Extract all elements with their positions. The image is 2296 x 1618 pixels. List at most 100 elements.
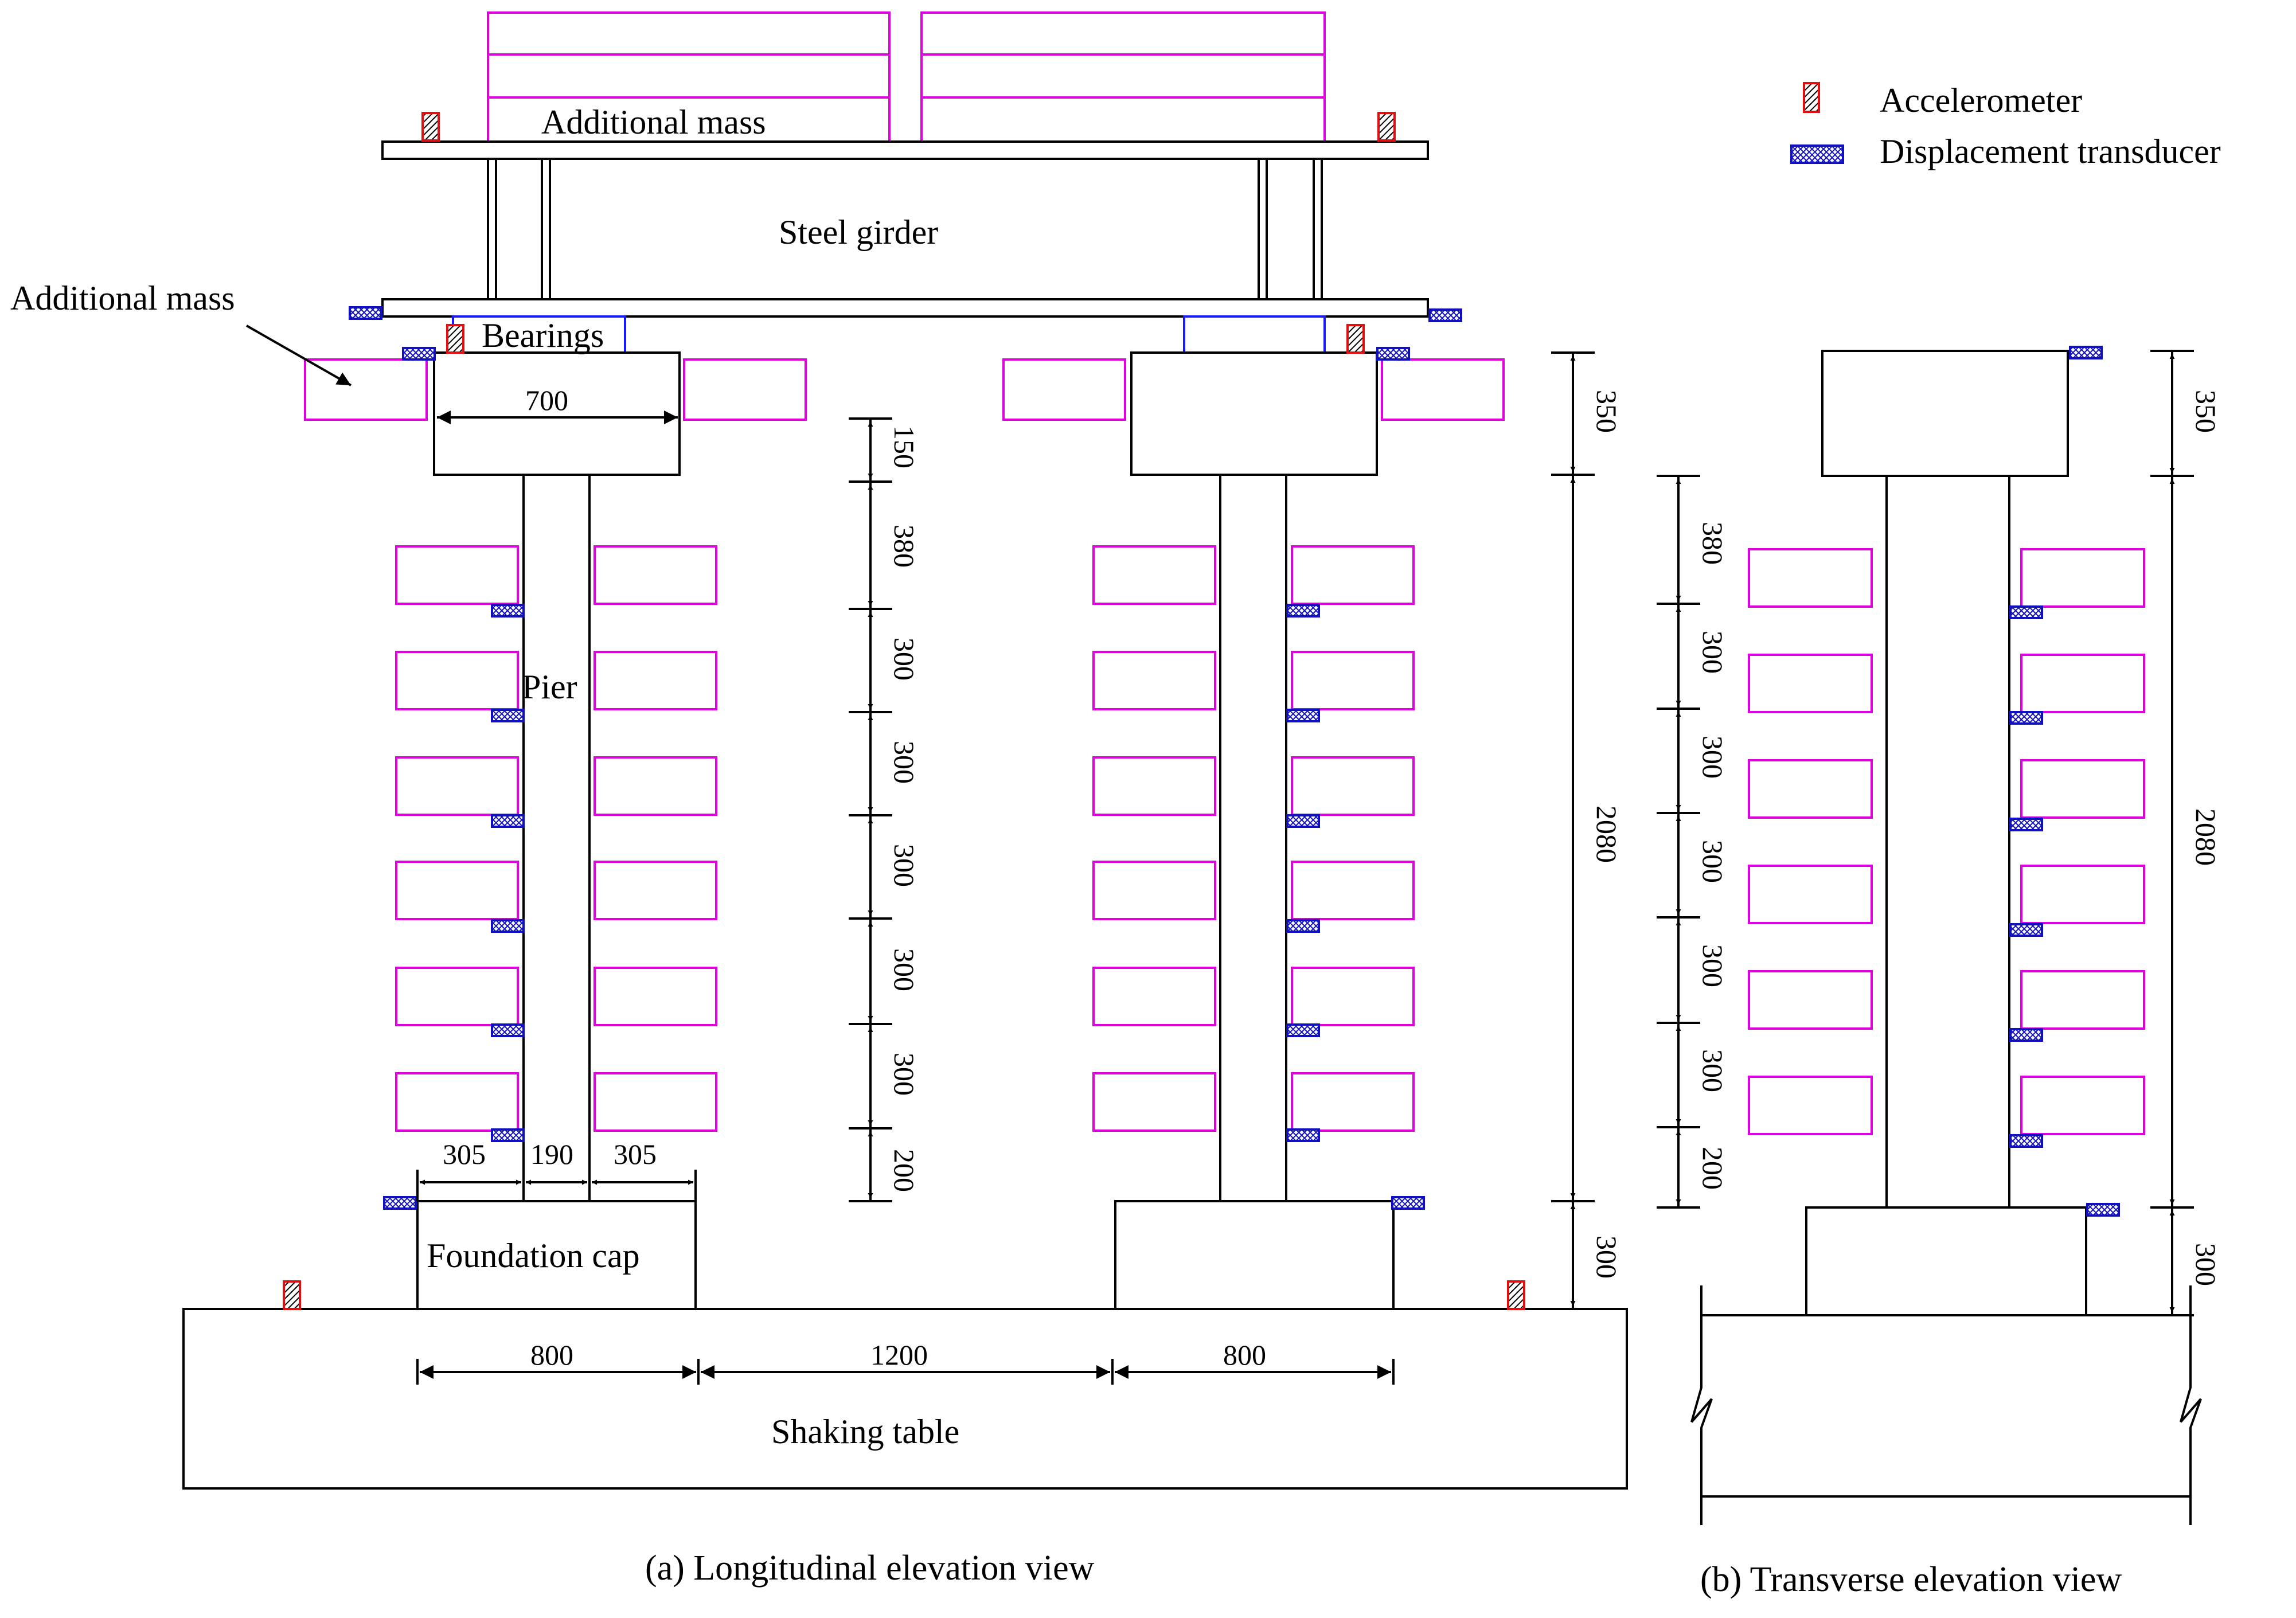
- displacement-transducer-icon: [2009, 923, 2043, 937]
- pier-cap-right: [1130, 351, 1378, 476]
- accelerometer-icon: [446, 324, 464, 354]
- dim-300-3: 300: [888, 844, 920, 887]
- shaking-table-section: [1690, 1285, 2202, 1525]
- displacement-transducer-icon: [491, 814, 525, 828]
- accelerometer-icon: [1377, 112, 1396, 142]
- dim-305-left: 305: [443, 1138, 486, 1170]
- displacement-transducer-icon: [1286, 604, 1320, 618]
- dim-chain-overall-b: [2150, 350, 2194, 1316]
- pier-transverse: [1885, 475, 2010, 1209]
- dim-300-found-b: 300: [2190, 1243, 2222, 1286]
- displacement-transducer-icon: [1286, 1023, 1320, 1037]
- dim-300-1: 300: [888, 638, 920, 681]
- legend-displacement-transducer-label: Displacement transducer: [1880, 132, 2221, 170]
- displacement-transducer-icon: [1376, 347, 1410, 361]
- accelerometers-a: [283, 112, 1525, 1310]
- pier-left: [522, 474, 591, 1202]
- displacement-transducer-icon: [349, 306, 382, 320]
- displacement-transducer-icon: [2069, 346, 2103, 359]
- caption-b: (b) Transverse elevation view: [1700, 1560, 2122, 1599]
- dim-300-5: 300: [888, 1053, 920, 1096]
- dim-1200: 1200: [870, 1339, 928, 1371]
- displacement-transducer-icon: [1790, 144, 1844, 164]
- dim-305-right: 305: [614, 1138, 657, 1170]
- dim-380: 380: [888, 525, 920, 568]
- pier-masses-right: [1092, 545, 1415, 1132]
- dim-pier-base: [416, 1170, 697, 1201]
- steel-girder: [381, 140, 1429, 318]
- dim-800-left: 800: [530, 1339, 573, 1371]
- dim-300-2: 300: [888, 741, 920, 784]
- accelerometer-icon: [1346, 324, 1365, 354]
- dim-300-b-1: 300: [1697, 631, 1729, 674]
- dim-200: 200: [888, 1149, 920, 1192]
- legend-accelerometer-label: Accelerometer: [1880, 81, 2082, 119]
- cap-side-masses: [304, 358, 1505, 421]
- longitudinal-view: Additional mass Steel girder Bearings: [10, 11, 1628, 1490]
- displacement-transducer-icon: [1286, 814, 1320, 828]
- pier-masses-left: [395, 545, 717, 1132]
- displacement-transducer-icon: [491, 919, 525, 933]
- displacement-transducer-icon: [491, 1128, 525, 1142]
- displacement-transducer-icon: [1391, 1196, 1425, 1210]
- dim-2080-a: 2080: [1591, 806, 1623, 863]
- bearings-label: Bearings: [482, 316, 604, 354]
- displacement-transducer-icon: [1286, 919, 1320, 933]
- additional-mass-leader-arrow: [246, 325, 352, 386]
- dim-2080-b: 2080: [2190, 808, 2222, 866]
- displacement-transducer-icon: [1286, 709, 1320, 722]
- additional-mass-side-label: Additional mass: [10, 279, 235, 317]
- dim-chain-overall-a: [1551, 351, 1595, 1310]
- dim-380-b: 380: [1697, 522, 1729, 565]
- foundation-cap-label: Foundation cap: [427, 1237, 640, 1275]
- pier-label: Pier: [522, 668, 577, 706]
- accelerometer-icon: [421, 112, 440, 142]
- displacement-transducer-icon: [2009, 818, 2043, 831]
- dim-300-4: 300: [888, 948, 920, 991]
- dim-chain-pier-segments: [849, 417, 892, 1202]
- dim-200-b: 200: [1697, 1147, 1729, 1190]
- transducers-a: [349, 306, 1462, 1210]
- dim-190: 190: [530, 1138, 573, 1170]
- transducers-b: [2009, 346, 2120, 1217]
- displacement-transducer-icon: [491, 1023, 525, 1037]
- caption-a: (a) Longitudinal elevation view: [645, 1549, 1095, 1588]
- dim-table-spans: [416, 1359, 1395, 1385]
- dim-350-a: 350: [1591, 390, 1623, 433]
- dim-300-b-2: 300: [1697, 736, 1729, 779]
- dim-800-right: 800: [1223, 1339, 1266, 1371]
- dim-300-b-3: 300: [1697, 840, 1729, 883]
- displacement-transducer-icon: [1286, 1128, 1320, 1142]
- displacement-transducer-icon: [2009, 605, 2043, 619]
- shaking-table-label: Shaking table: [771, 1413, 959, 1451]
- pier-cap-transverse: [1821, 350, 2069, 477]
- dim-300-found-a: 300: [1591, 1236, 1623, 1279]
- legend: Accelerometer Displacement transducer: [1790, 81, 2221, 170]
- dim-300-b-5: 300: [1697, 1049, 1729, 1092]
- displacement-transducer-icon: [383, 1196, 417, 1210]
- pier-right: [1219, 474, 1287, 1202]
- dim-chain-segments-b: [1657, 475, 1700, 1209]
- pier-masses-transverse: [1748, 548, 2145, 1135]
- steel-girder-label: Steel girder: [779, 213, 938, 251]
- displacement-transducer-icon: [1428, 308, 1462, 322]
- displacement-transducer-icon: [2009, 1134, 2043, 1148]
- shaking-table: [182, 1308, 1628, 1490]
- displacement-transducer-icon: [2009, 1028, 2043, 1042]
- displacement-transducer-icon: [402, 347, 436, 361]
- displacement-transducer-icon: [2009, 711, 2043, 725]
- displacement-transducer-icon: [491, 604, 525, 618]
- foundation-cap-transverse: [1805, 1206, 2087, 1316]
- accelerometer-icon: [1507, 1280, 1525, 1310]
- foundation-cap-right: [1114, 1200, 1395, 1310]
- dim-300-b-4: 300: [1697, 944, 1729, 987]
- additional-mass-top-label: Additional mass: [541, 103, 766, 141]
- displacement-transducer-icon: [491, 709, 525, 722]
- displacement-transducer-icon: [2086, 1203, 2120, 1217]
- accelerometer-icon: [283, 1280, 301, 1310]
- dim-700: 700: [525, 384, 568, 416]
- dim-150: 150: [888, 425, 920, 468]
- transverse-view: 380 300 300 300 300 300 200 350 2080 300: [1657, 346, 2222, 1525]
- accelerometer-icon: [1803, 82, 1820, 113]
